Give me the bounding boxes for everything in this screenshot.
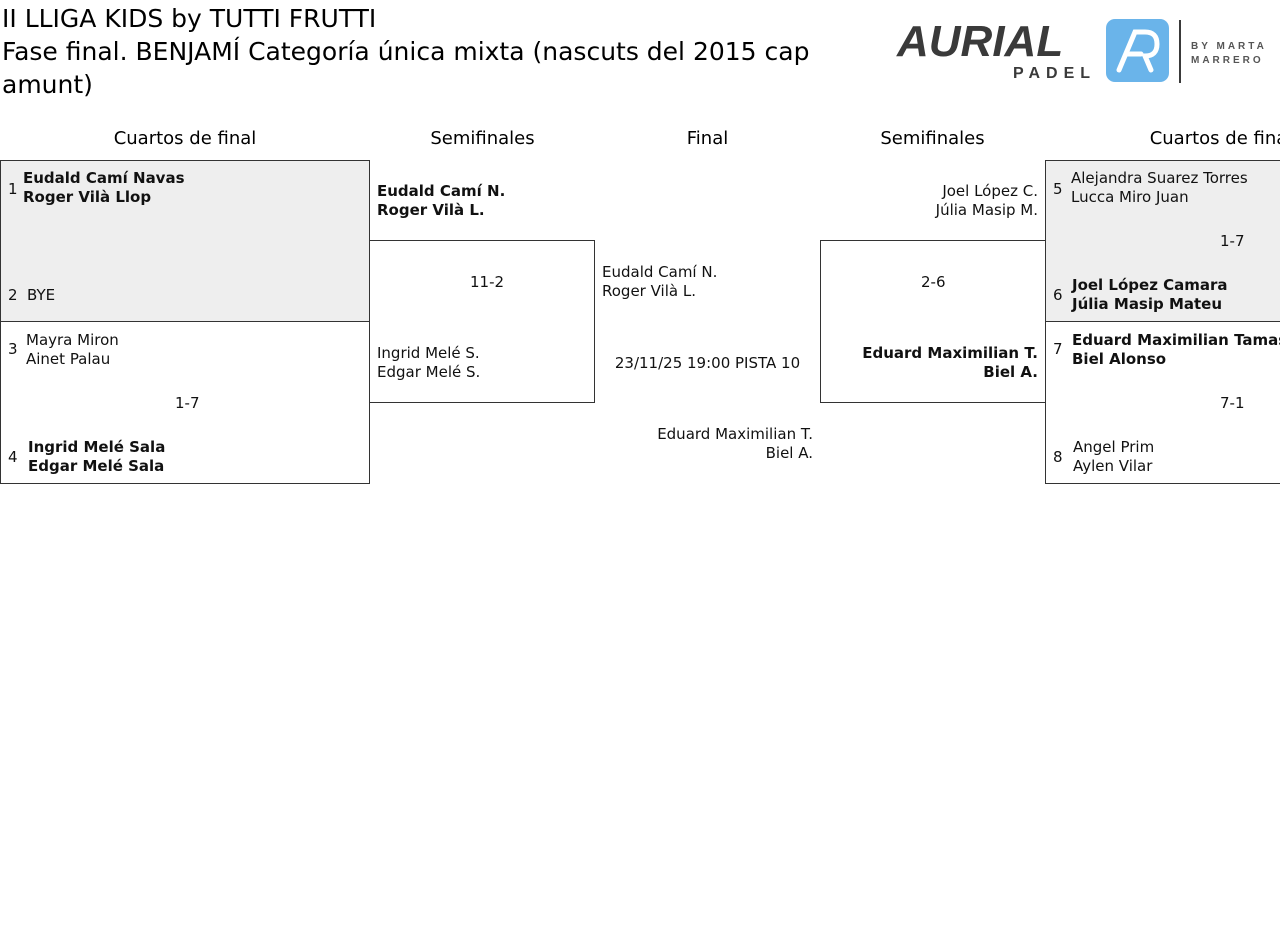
match-score: 2-6 (921, 273, 946, 291)
seed-number: 7 (1053, 340, 1063, 358)
team-name-line: Alejandra Suarez Torres (1071, 169, 1248, 187)
semifinal-match-left (369, 240, 595, 403)
round-heading-semis-right: Semifinales (880, 128, 985, 149)
seed-number: 8 (1053, 448, 1063, 466)
team-name-line: Biel Alonso (1072, 350, 1167, 368)
team-name-line: Roger Vilà L. (602, 282, 696, 300)
team-name-line: Ingrid Melé Sala (28, 438, 166, 456)
team-name-line: Ingrid Melé S. (377, 344, 480, 362)
round-heading-quarters-right: Cuartos de final (1149, 128, 1280, 149)
logo-by-text: BY MARTA (1191, 41, 1267, 52)
round-heading-quarters-left: Cuartos de final (113, 128, 257, 149)
page-title: II LLIGA KIDS by TUTTI FRUTTI (2, 4, 377, 33)
team-name-line: Aylen Vilar (1073, 457, 1153, 475)
page-subtitle: Fase final. BENJAMÍ Categoría única mixt… (2, 37, 810, 99)
final-match-info: 23/11/25 19:00 PISTA 10 (614, 354, 801, 372)
seed-number: 5 (1053, 180, 1063, 198)
quarterfinal-match-3 (1045, 160, 1280, 322)
team-name-line: BYE (27, 286, 56, 304)
team-name-line: Eduard Maximilian Tamas (1072, 331, 1280, 349)
team-name-line: Edgar Melé S. (377, 363, 481, 381)
team-name-line: Joel López Camara (1072, 276, 1228, 294)
team-name-line: Júlia Masip M. (935, 201, 1038, 219)
seed-number: 6 (1053, 286, 1063, 304)
page-header: II LLIGA KIDS by TUTTI FRUTTI Fase final… (2, 2, 862, 101)
seed-number: 1 (8, 180, 18, 198)
match-score: 1-7 (1220, 232, 1245, 250)
match-score: 7-1 (1220, 394, 1245, 412)
seed-number: 3 (8, 340, 18, 358)
team-name-line: Eudald Camí Navas (23, 169, 185, 187)
round-heading-final: Final (686, 128, 729, 149)
seed-number: 4 (8, 448, 18, 466)
team-name-line: Ainet Palau (26, 350, 111, 368)
round-heading-semis-left: Semifinales (430, 128, 535, 149)
team-name-line: Eudald Camí N. (377, 182, 506, 200)
logo-badge (1106, 19, 1169, 82)
team-name-line: Eduard Maximilian T. (657, 425, 813, 443)
team-name-line: Biel A. (983, 363, 1038, 381)
quarterfinal-match-1 (0, 160, 370, 322)
team-name-line: Eudald Camí N. (602, 263, 718, 281)
seed-number: 2 (8, 286, 18, 304)
team-name-line: Lucca Miro Juan (1071, 188, 1189, 206)
match-score: 11-2 (470, 273, 505, 291)
team-name-line: Mayra Miron (26, 331, 119, 349)
team-name-line: Eduard Maximilian T. (862, 344, 1038, 362)
logo-brand-text: AURIAL (896, 18, 1063, 66)
team-name-line: Edgar Melé Sala (28, 457, 165, 475)
team-name-line: Angel Prim (1073, 438, 1155, 456)
aurial-padel-logo: AURIAL PADEL BY MARTA MARRERO (896, 18, 1267, 83)
team-name-line: Júlia Masip Mateu (1072, 295, 1223, 313)
team-name-line: Roger Vilà Llop (23, 188, 152, 206)
logo-sub-text: PADEL (1013, 65, 1096, 82)
logo-by2-text: MARRERO (1191, 55, 1264, 66)
match-score: 1-7 (175, 394, 200, 412)
quarterfinal-match-4 (1045, 321, 1280, 484)
team-name-line: Joel López C. (942, 182, 1038, 200)
logo-monogram-icon (1116, 29, 1160, 73)
team-name-line: Roger Vilà L. (377, 201, 485, 219)
team-name-line: Biel A. (765, 444, 813, 462)
